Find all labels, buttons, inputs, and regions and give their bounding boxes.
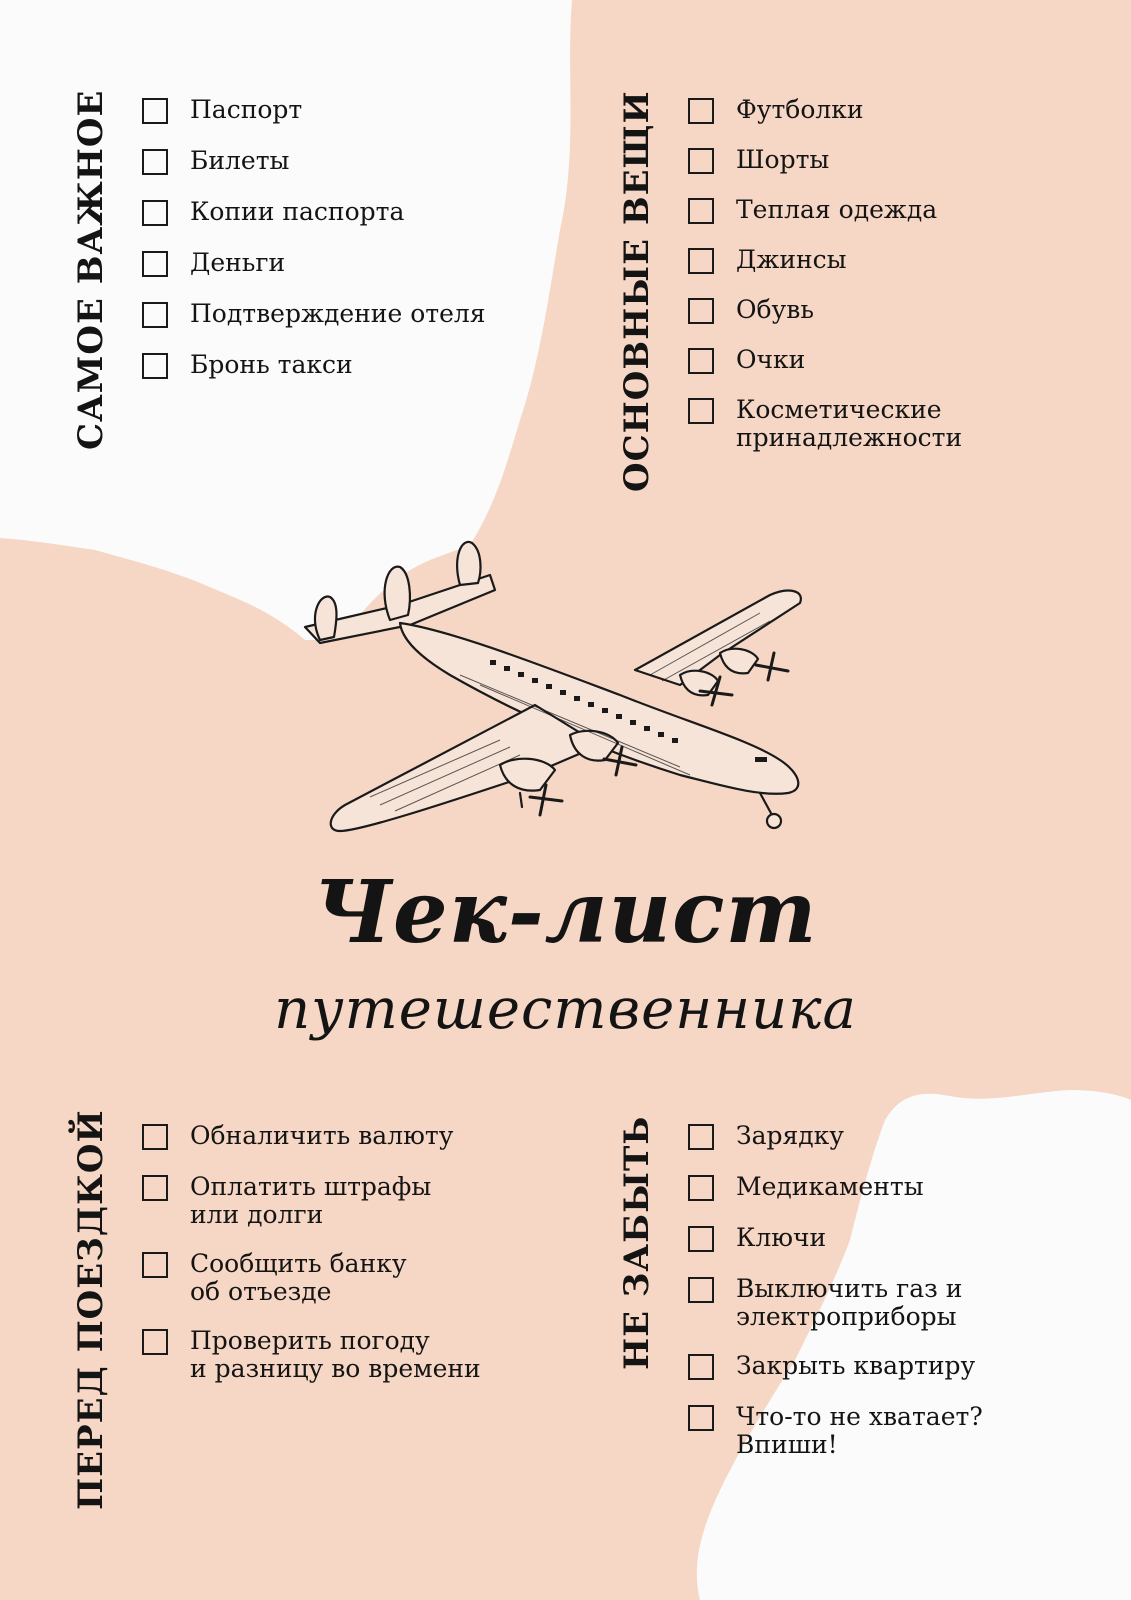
item-label: Деньги xyxy=(190,248,286,277)
checkbox[interactable] xyxy=(142,149,168,175)
checklist-item: Обналичить валюту xyxy=(142,1122,481,1150)
section-title-basics: ОСНОВНЫЕ ВЕЩИ xyxy=(617,90,657,492)
checklist-item: Проверить погоду и разницу во времени xyxy=(142,1327,481,1383)
checkbox[interactable] xyxy=(688,398,714,424)
checklist-dont-forget: Зарядку Медикаменты Ключи Выключить газ … xyxy=(688,1122,983,1480)
item-label: Закрыть квартиру xyxy=(736,1351,976,1380)
section-title-before-trip: ПЕРЕД ПОЕЗДКОЙ xyxy=(71,1109,111,1510)
checkbox[interactable] xyxy=(688,1277,714,1303)
item-label: Сообщить банку об отъезде xyxy=(190,1249,407,1306)
item-label: Оплатить штрафы или долги xyxy=(190,1172,432,1229)
checkbox[interactable] xyxy=(142,98,168,124)
item-label: Шорты xyxy=(736,145,830,174)
item-label: Футболки xyxy=(736,95,864,124)
item-label: Косметические принадлежности xyxy=(736,395,963,452)
section-title-essential: САМОЕ ВАЖНОЕ xyxy=(71,89,111,450)
checkbox[interactable] xyxy=(142,200,168,226)
checklist-item: Билеты xyxy=(142,147,486,175)
item-label: Что-то не хватает? Впиши! xyxy=(736,1402,983,1459)
item-label: Паспорт xyxy=(190,95,303,124)
checkbox[interactable] xyxy=(142,353,168,379)
checklist-item: Джинсы xyxy=(688,246,962,274)
checklist-item: Закрыть квартиру xyxy=(688,1352,983,1380)
checklist-item: Теплая одежда xyxy=(688,196,962,224)
checklist-item: Оплатить штрафы или долги xyxy=(142,1173,481,1229)
checkbox[interactable] xyxy=(688,248,714,274)
checklist-item: Обувь xyxy=(688,296,962,324)
checkbox[interactable] xyxy=(142,1124,168,1150)
checkbox[interactable] xyxy=(142,1329,168,1355)
checkbox[interactable] xyxy=(688,348,714,374)
checklist-item: Копии паспорта xyxy=(142,198,486,226)
item-label: Обувь xyxy=(736,295,814,324)
checklist-before-trip: Обналичить валюту Оплатить штрафы или до… xyxy=(142,1122,481,1404)
checkbox[interactable] xyxy=(142,251,168,277)
checkbox[interactable] xyxy=(142,1252,168,1278)
checklist-item: Косметические принадлежности xyxy=(688,396,962,452)
checklist-item: Очки xyxy=(688,346,962,374)
checklist-item: Деньги xyxy=(142,249,486,277)
item-label: Билеты xyxy=(190,146,290,175)
checkbox[interactable] xyxy=(688,1175,714,1201)
checkbox[interactable] xyxy=(142,1175,168,1201)
item-label: Очки xyxy=(736,345,806,374)
checkbox[interactable] xyxy=(688,1226,714,1252)
checkbox[interactable] xyxy=(688,1405,714,1431)
checkbox[interactable] xyxy=(688,148,714,174)
checklist-basics: Футболки Шорты Теплая одежда Джинсы Обув… xyxy=(688,96,962,474)
item-label: Проверить погоду и разницу во времени xyxy=(190,1326,481,1383)
item-label: Зарядку xyxy=(736,1121,844,1150)
item-label: Копии паспорта xyxy=(190,197,405,226)
checklist-item: Зарядку xyxy=(688,1122,983,1150)
section-title-dont-forget: НЕ ЗАБЫТЬ xyxy=(617,1115,657,1370)
checkbox[interactable] xyxy=(688,1124,714,1150)
checklist-item: Футболки xyxy=(688,96,962,124)
page-title: Чек-лист xyxy=(313,862,818,963)
item-label: Ключи xyxy=(736,1223,827,1252)
item-label: Медикаменты xyxy=(736,1172,924,1201)
checkbox[interactable] xyxy=(688,198,714,224)
checkbox[interactable] xyxy=(688,298,714,324)
checklist-item: Бронь такси xyxy=(142,351,486,379)
item-label: Теплая одежда xyxy=(736,195,938,224)
checklist-essential: Паспорт Билеты Копии паспорта Деньги Под… xyxy=(142,96,486,402)
checklist-item: Ключи xyxy=(688,1224,983,1252)
item-label: Выключить газ и электроприборы xyxy=(736,1274,963,1331)
page-subtitle: путешественника xyxy=(274,977,857,1042)
item-label: Обналичить валюту xyxy=(190,1121,454,1150)
item-label: Подтверждение отеля xyxy=(190,299,486,328)
checklist-item: Медикаменты xyxy=(688,1173,983,1201)
checkbox[interactable] xyxy=(688,1354,714,1380)
item-label: Бронь такси xyxy=(190,350,353,379)
item-label: Джинсы xyxy=(736,245,847,274)
checklist-item: Паспорт xyxy=(142,96,486,124)
checkbox[interactable] xyxy=(142,302,168,328)
checklist-item: Сообщить банку об отъезде xyxy=(142,1250,481,1306)
airplane-icon xyxy=(303,540,802,833)
checklist-item: Подтверждение отеля xyxy=(142,300,486,328)
paper-bottom-right xyxy=(696,1090,1131,1600)
checklist-item: Выключить газ и электроприборы xyxy=(688,1275,983,1331)
checklist-item: Шорты xyxy=(688,146,962,174)
checkbox[interactable] xyxy=(688,98,714,124)
checklist-item: Что-то не хватает? Впиши! xyxy=(688,1403,983,1459)
